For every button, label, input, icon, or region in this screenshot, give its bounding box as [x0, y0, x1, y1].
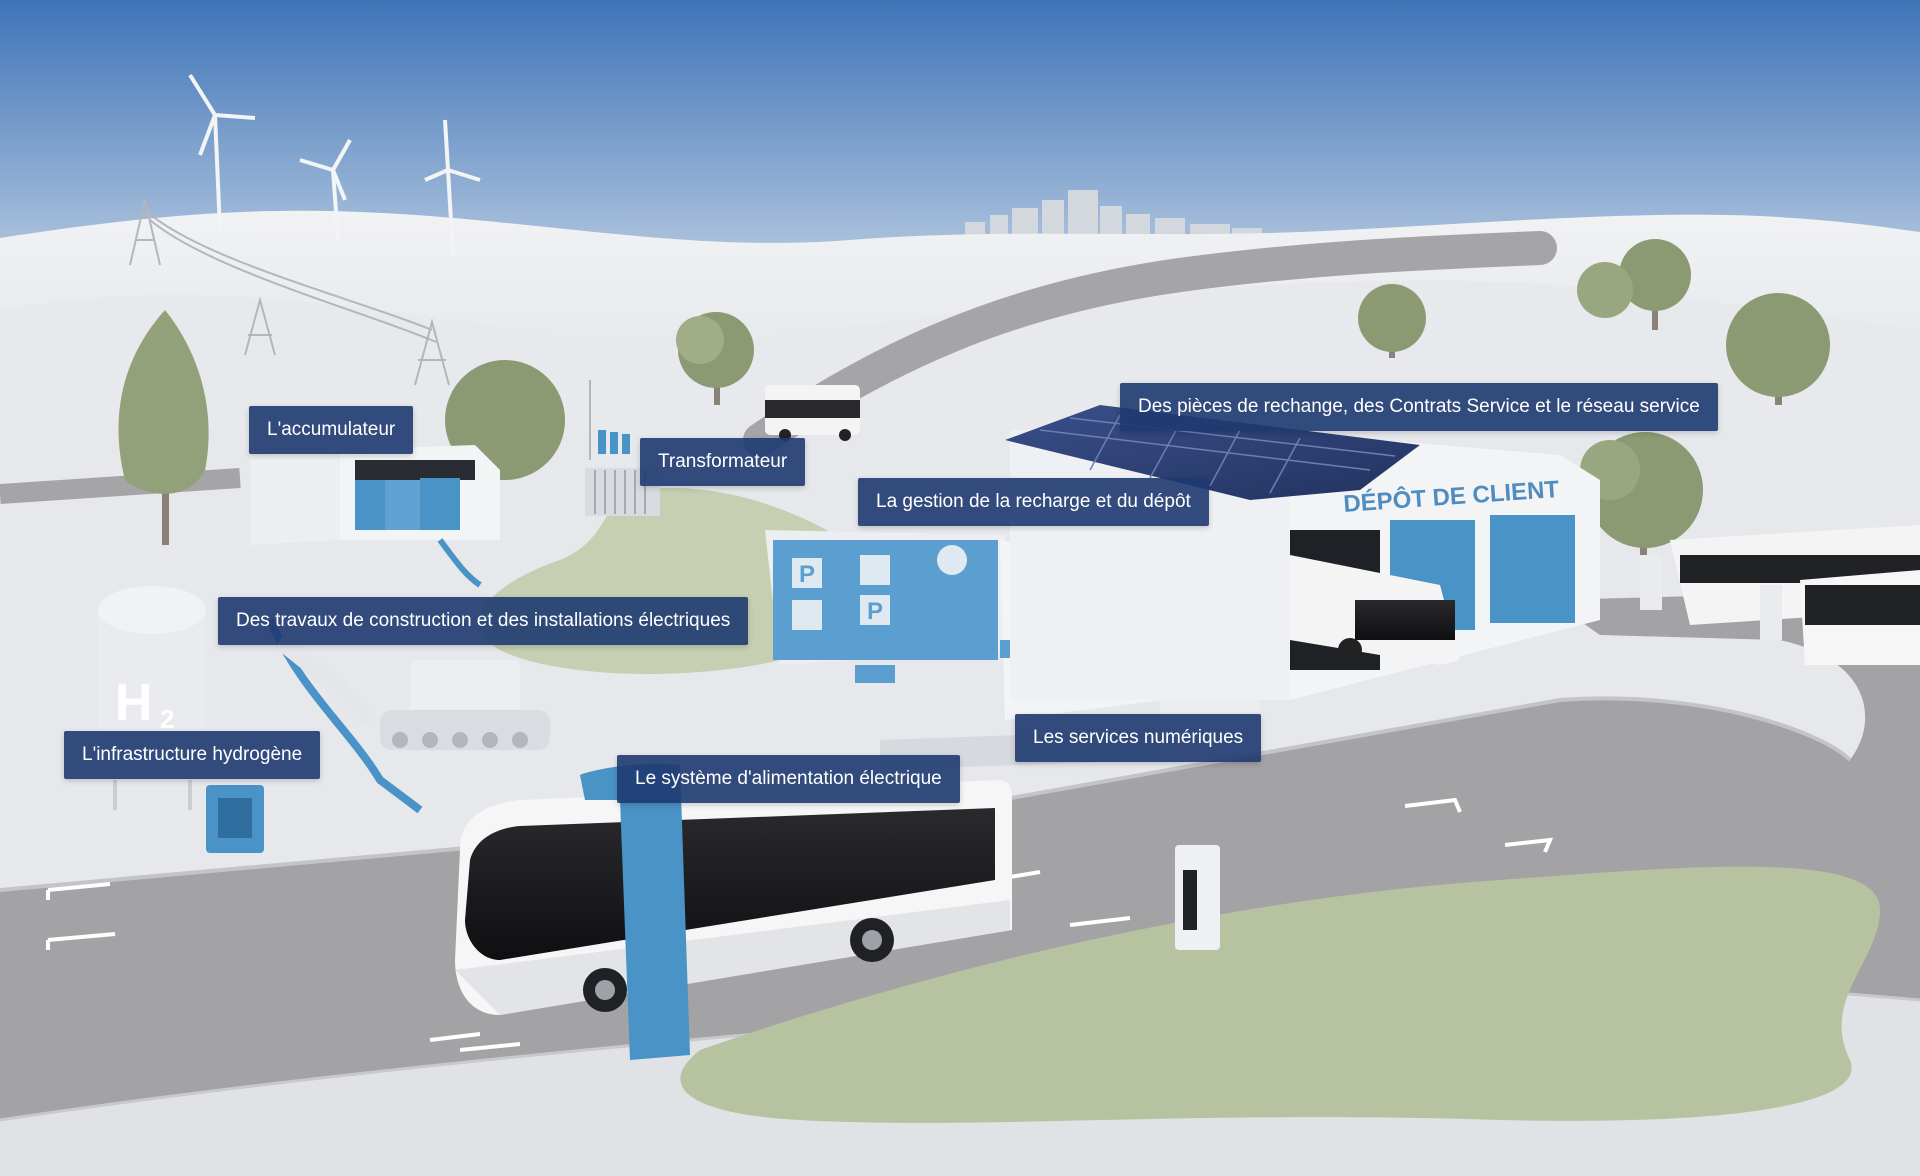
hotspot-accumulateur[interactable]: L'accumulateur — [249, 406, 414, 454]
pantograph-mast — [580, 763, 690, 1060]
excavator — [274, 632, 550, 750]
wind-turbines — [188, 73, 481, 256]
svg-text:P: P — [867, 598, 883, 625]
hotspot-gestion-recharge[interactable]: La gestion de la recharge et du dépôt — [858, 478, 1209, 526]
main-bus — [455, 780, 1012, 1015]
power-lines — [129, 199, 591, 460]
svg-text:2: 2 — [160, 704, 174, 734]
hotspot-systeme-alimentation[interactable]: Le système d'alimentation électrique — [617, 755, 960, 803]
trees — [118, 239, 1830, 560]
hotspot-infrastructure-hydrogene[interactable]: L'infrastructure hydrogène — [64, 731, 321, 779]
left-road — [0, 468, 241, 504]
tree-1 — [676, 312, 754, 405]
charge-icon-1 — [860, 555, 890, 585]
distant-bus — [765, 385, 860, 441]
hotspot-pieces-rechange[interactable]: Des pièces de rechange, des Contrats Ser… — [1120, 383, 1718, 431]
grass-front — [680, 866, 1880, 1123]
hotspot-services-numeriques[interactable]: Les services numériques — [1015, 714, 1262, 762]
hydrogen-dispenser — [206, 785, 264, 853]
accumulator-building — [250, 445, 500, 545]
cable-trench — [437, 538, 482, 588]
tree-3 — [1577, 239, 1691, 330]
svg-text:P: P — [799, 561, 815, 588]
solar-roof — [1005, 405, 1420, 500]
distant-road — [743, 231, 1557, 457]
parking-sign-1: P — [792, 558, 822, 588]
roadside-charger — [1175, 845, 1220, 950]
parked-buses — [1640, 525, 1920, 665]
hotspot-transformateur[interactable]: Transformateur — [640, 438, 806, 486]
tree-4 — [1726, 293, 1830, 405]
depot-door-3 — [1490, 515, 1575, 623]
hotspot-travaux-construction[interactable]: Des travaux de construction et des insta… — [218, 597, 749, 645]
road-edge — [0, 696, 1852, 892]
parking-markings — [46, 797, 1554, 1052]
tree-5 — [118, 310, 209, 545]
tree-2 — [1358, 284, 1426, 358]
svg-text:H: H — [115, 674, 153, 732]
charge-icon-2 — [792, 600, 822, 630]
pie-chart-icon — [937, 545, 967, 575]
hydrogen-tank: H 2 — [98, 586, 206, 810]
parking-sign-2: P — [860, 595, 890, 625]
depot-bus — [1290, 555, 1460, 665]
